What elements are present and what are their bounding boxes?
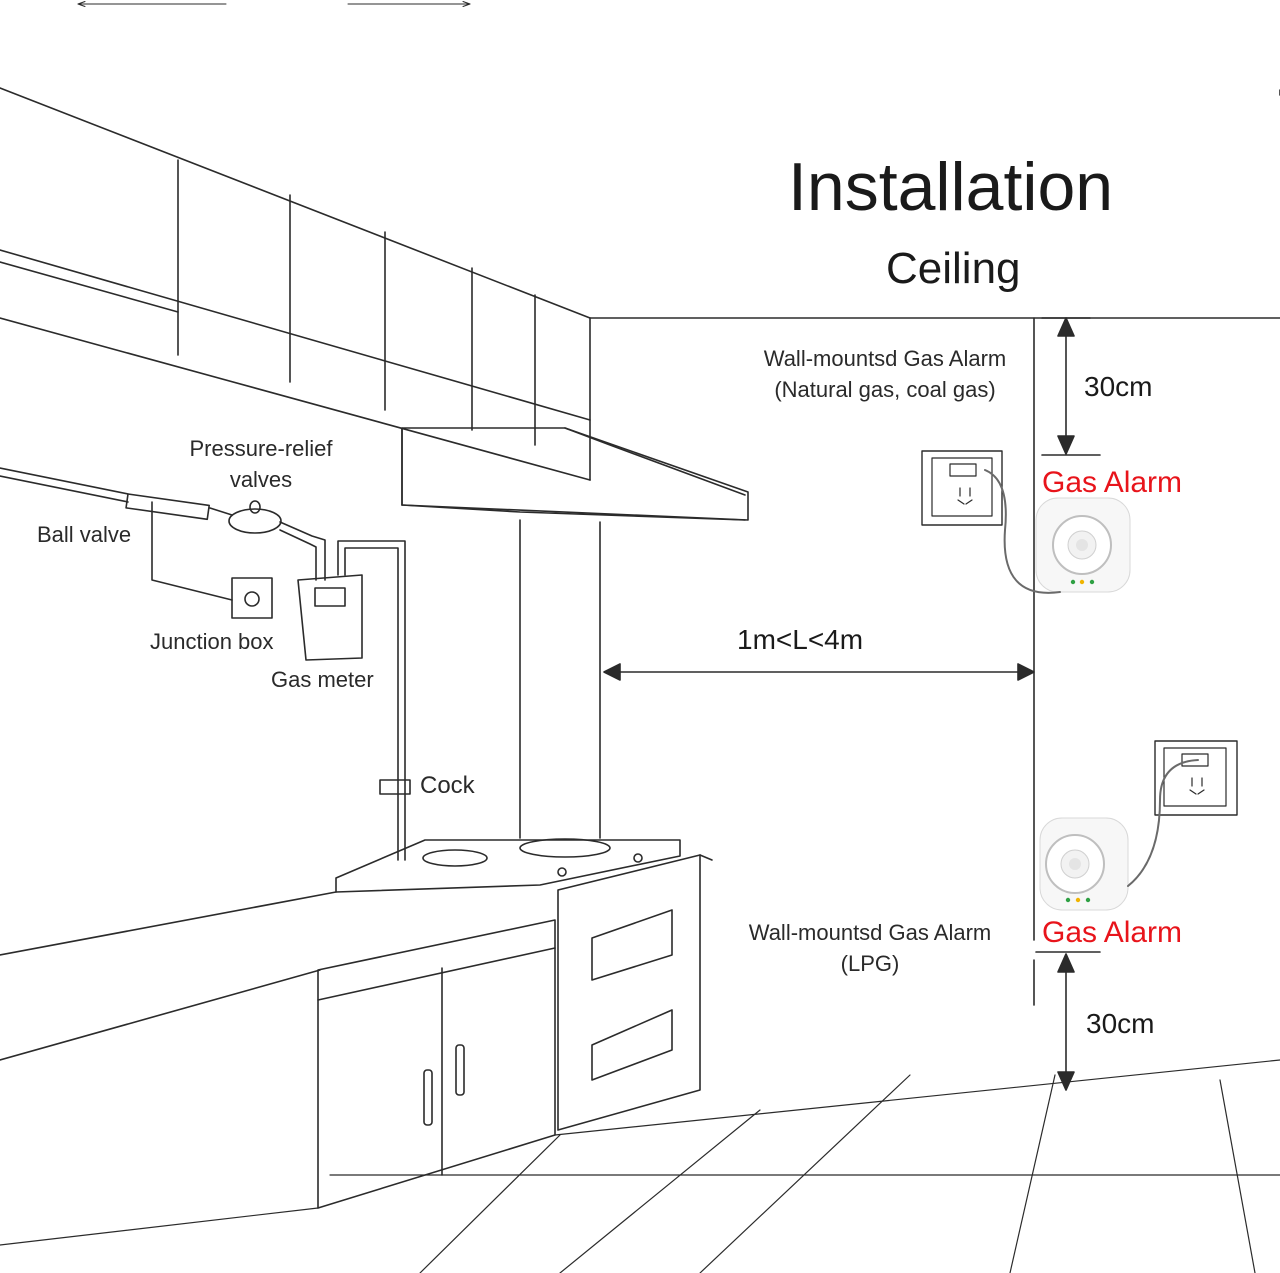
top-arrows <box>77 1 471 7</box>
floor <box>0 1059 1280 1273</box>
stove <box>335 838 681 893</box>
pressure-relief-label-line2: valves <box>229 467 293 492</box>
lower-alarm-gases-label: (LPG) <box>840 951 900 976</box>
horizontal-distance-arrow <box>603 663 1035 681</box>
floor-distance-label: 30cm <box>1086 1008 1155 1039</box>
ceiling-distance-label: 30cm <box>1084 371 1153 402</box>
cock-valve <box>379 779 411 795</box>
upper-cabinets <box>0 159 591 481</box>
junction-box <box>231 577 273 619</box>
junction-box-label: Junction box <box>150 629 274 654</box>
gas-alarm-bottom-label: Gas Alarm <box>1042 916 1183 949</box>
pressure-relief-label-line1: Pressure-relief <box>189 436 333 461</box>
ceiling-label: Ceiling <box>886 244 1021 293</box>
gas-alarm-top-label: Gas Alarm <box>1042 466 1183 499</box>
gas-meter-label: Gas meter <box>271 667 374 692</box>
gas-meter <box>297 574 363 661</box>
room-structure <box>0 87 1280 1006</box>
upper-alarm-gases-label: (Natural gas, coal gas) <box>774 377 996 402</box>
page-title: Installation <box>788 149 1114 225</box>
lower-cabinets <box>0 854 713 1209</box>
upper-gas-alarm-device <box>921 450 1131 594</box>
ceiling-distance-arrow <box>1041 317 1101 456</box>
lower-alarm-type-label: Wall-mountsd Gas Alarm <box>748 920 992 945</box>
cock-label: Cock <box>420 772 475 799</box>
lower-gas-alarm-device <box>1039 740 1238 911</box>
gas-pipeline <box>0 467 406 861</box>
horizontal-distance-label: 1m<L<4m <box>737 624 864 655</box>
upper-alarm-type-label: Wall-mountsd Gas Alarm <box>763 346 1007 371</box>
ball-valve-label: Ball valve <box>37 522 132 547</box>
range-hood <box>401 427 749 839</box>
floor-distance-arrow <box>1035 951 1101 1091</box>
